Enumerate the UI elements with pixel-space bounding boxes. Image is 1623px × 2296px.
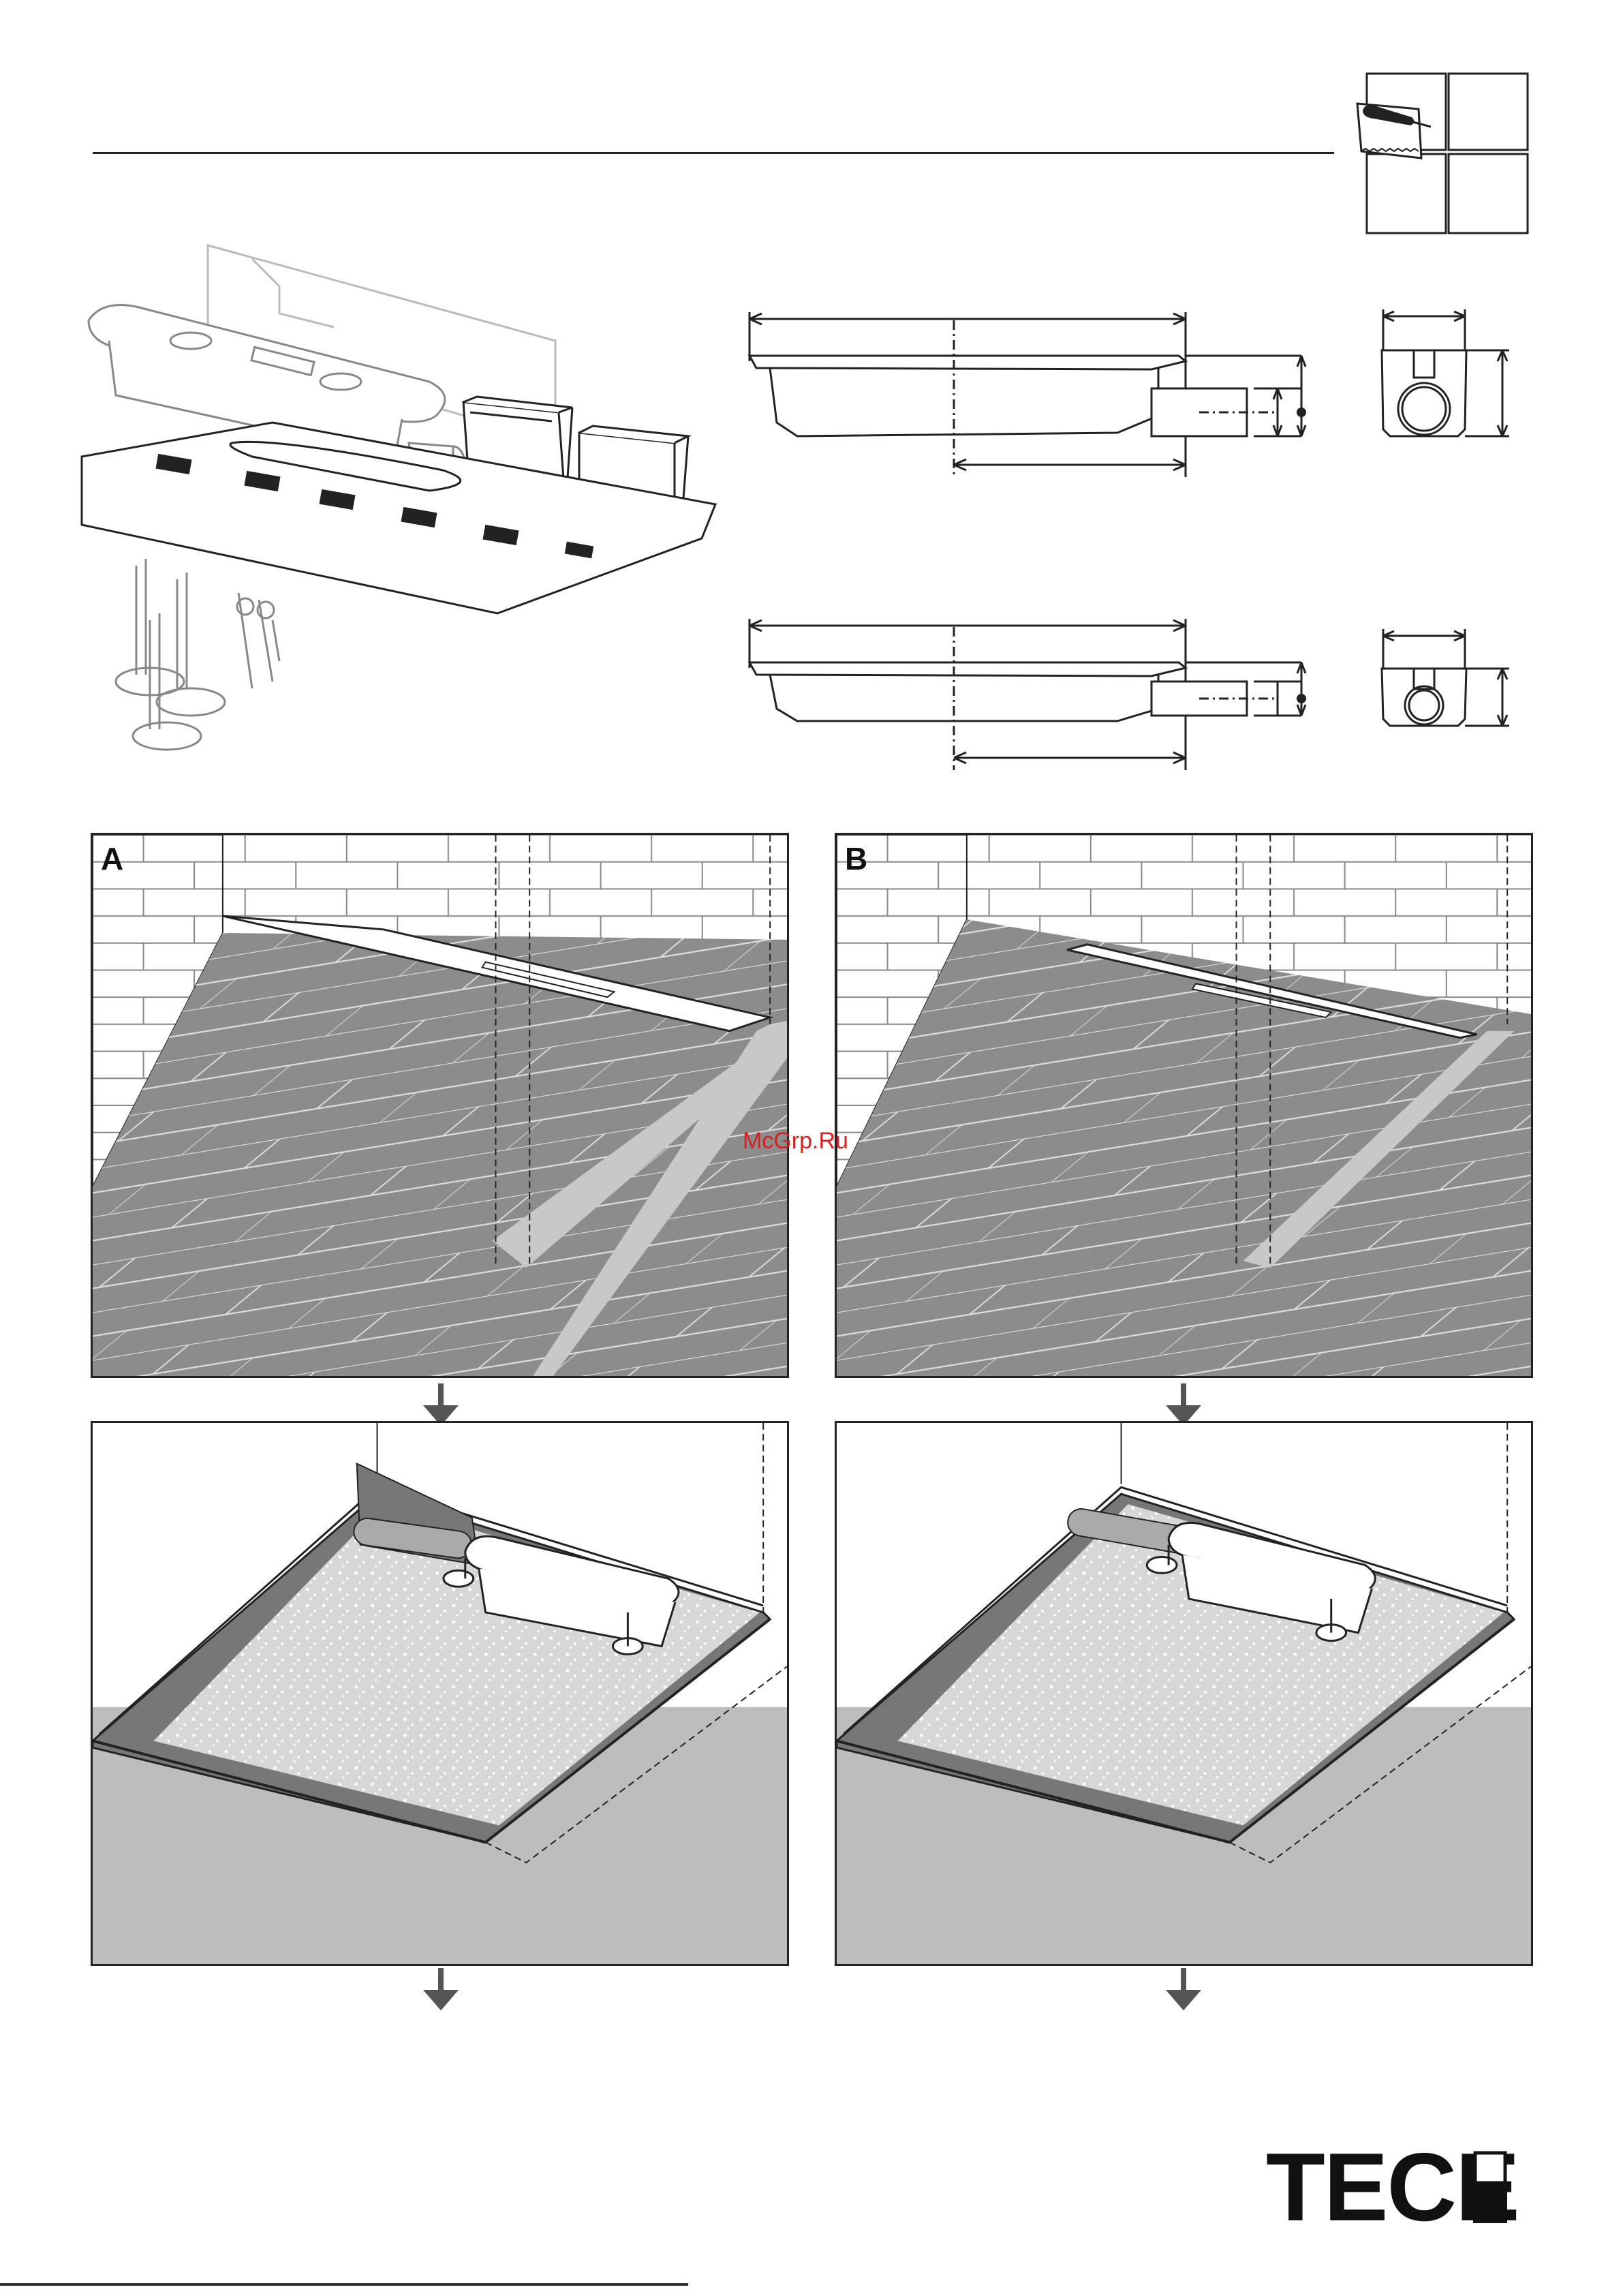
dimension-drawing-front-view-1 xyxy=(1363,293,1519,457)
dimension-drawing-side-view-2 xyxy=(736,600,1315,777)
down-arrow-icon xyxy=(1163,1968,1204,2016)
dimension-drawing-front-view-2 xyxy=(1363,617,1519,739)
dimension-drawing-side-view-1 xyxy=(736,293,1315,491)
exploded-parts-drawing xyxy=(75,239,722,756)
panel-b-label: B xyxy=(845,840,867,877)
panel-a-screed-installation xyxy=(91,1421,789,1966)
panel-b-tiled-floor: B xyxy=(835,833,1533,1378)
panel-a-label: A xyxy=(101,840,123,877)
footer-strip xyxy=(0,2283,688,2286)
tece-logo-squares xyxy=(1473,2151,1507,2223)
down-arrow-icon xyxy=(420,1968,461,2016)
panel-a-tiled-floor: A xyxy=(91,833,789,1378)
header-rule xyxy=(93,152,1334,154)
tiling-trowel-icon xyxy=(1356,68,1533,239)
watermark: McGrp.Ru xyxy=(743,1128,848,1154)
tece-logo: TECE xyxy=(1266,2147,1539,2229)
panel-b-screed-installation xyxy=(835,1421,1533,1966)
